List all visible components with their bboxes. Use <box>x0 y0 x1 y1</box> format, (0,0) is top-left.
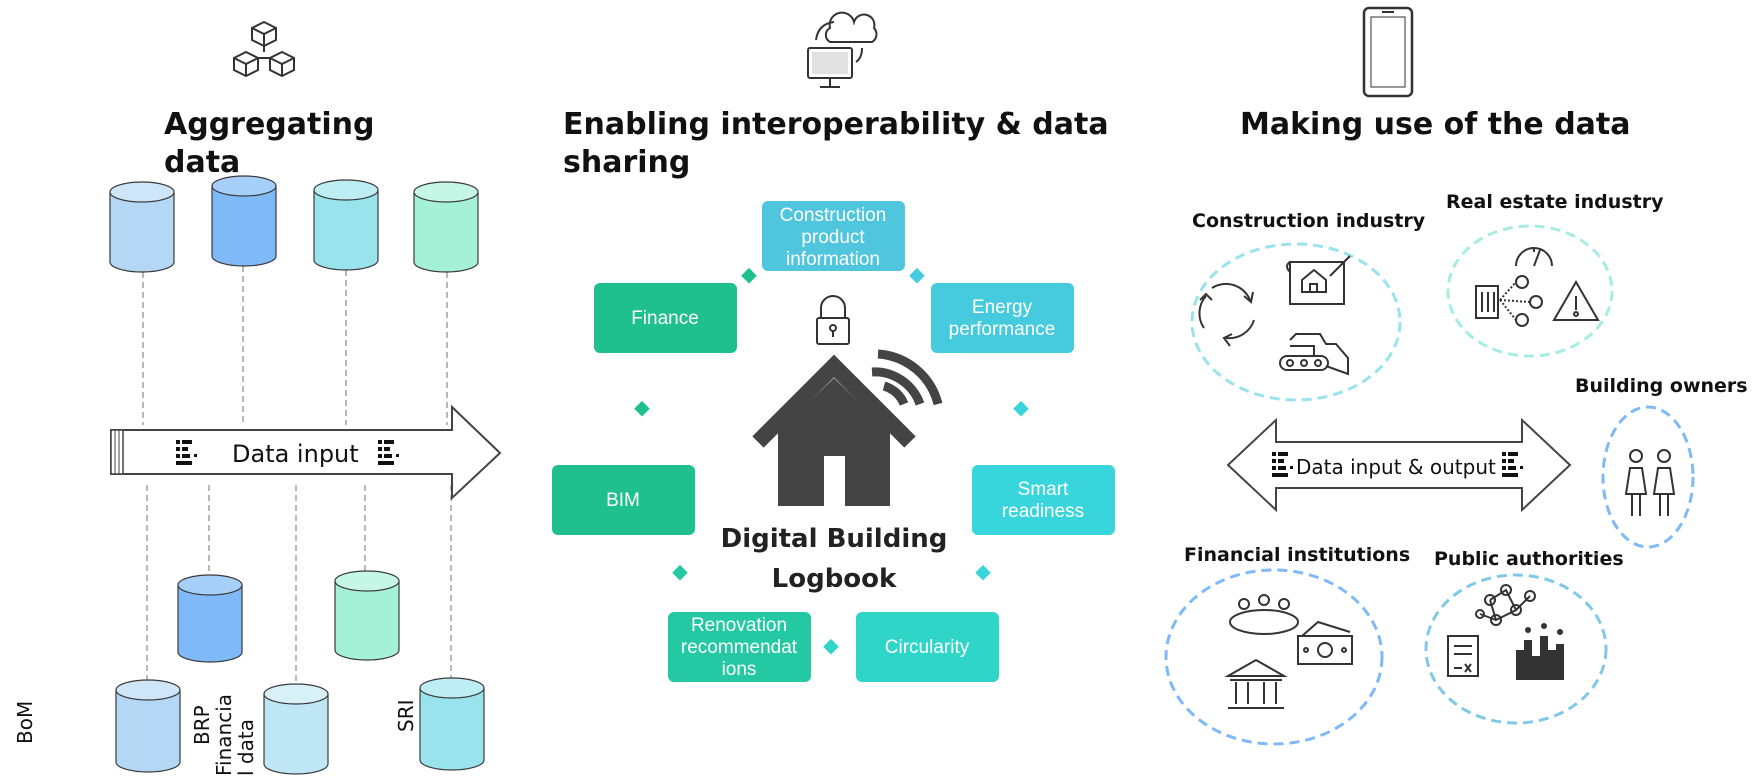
data-input-output-arrow <box>1226 417 1572 513</box>
building-network-icon <box>1475 275 1543 327</box>
use-title: Making use of the data <box>1240 107 1631 142</box>
svg-text:product: product <box>801 227 865 248</box>
warning-thermometer-icon <box>1552 280 1600 321</box>
aggregating-title-line2: data <box>164 145 240 180</box>
aggregate-cubes-icon <box>233 20 295 78</box>
aggregating-title-line1: Aggregating <box>164 107 374 142</box>
smartphone-icon <box>1362 6 1414 98</box>
finance-box: Finance <box>594 283 737 353</box>
renovation-box: Renovation recommendat ions <box>668 612 811 682</box>
house-blueprint-icon <box>1286 255 1351 305</box>
interoperability-title-line2: sharing <box>563 145 690 180</box>
svg-text:readiness: readiness <box>1002 501 1084 522</box>
database-cylinder <box>177 574 243 663</box>
bom-label: BoM <box>13 701 37 744</box>
svg-text:information: information <box>786 249 880 270</box>
real-estate-label: Real estate industry <box>1446 191 1664 213</box>
database-cylinder <box>211 175 277 267</box>
interoperability-title-line1: Enabling interoperability & data <box>563 107 1109 142</box>
financial-circle <box>1164 568 1384 746</box>
brp-label-line3: l data <box>234 719 258 776</box>
brp-label-line1: BRP <box>190 705 214 745</box>
padlock-icon <box>816 295 850 345</box>
public-authorities-circle <box>1424 573 1608 725</box>
data-input-arrow <box>110 404 502 501</box>
sri-label: SRI <box>394 700 418 733</box>
smart-readiness-box: Smart readiness <box>972 465 1115 535</box>
circularity-box: Circularity <box>856 612 999 682</box>
public-authorities-label: Public authorities <box>1434 548 1624 570</box>
dashed-connectors <box>142 266 452 685</box>
connector-diamonds <box>634 267 1029 655</box>
database-cylinder <box>419 677 485 771</box>
database-cylinder <box>334 570 400 661</box>
svg-text:Construction: Construction <box>780 205 887 226</box>
network-nodes-icon <box>1475 584 1536 626</box>
logbook-title-line2: Logbook <box>772 564 897 594</box>
database-cylinder <box>115 679 181 773</box>
database-cylinder <box>413 181 479 273</box>
people-icon <box>1624 449 1676 516</box>
gauge-icon <box>1515 247 1553 267</box>
construction-industry-circle <box>1190 242 1402 402</box>
svg-text:Smart: Smart <box>1018 479 1069 500</box>
document-icon <box>1447 635 1479 677</box>
svg-text:Finance: Finance <box>631 308 699 329</box>
bank-building-icon <box>1224 658 1288 709</box>
computer-cloud-icon <box>807 11 878 88</box>
svg-text:Circularity: Circularity <box>885 637 970 658</box>
financial-label: Financial institutions <box>1184 544 1410 566</box>
logbook-title-line1: Digital Building <box>721 524 948 554</box>
brp-label-line2: Financia <box>212 694 236 776</box>
database-cylinder <box>109 181 175 273</box>
svg-text:Energy: Energy <box>972 297 1033 318</box>
city-skyline-icon <box>1516 623 1564 680</box>
construction-industry-label: Construction industry <box>1192 210 1426 232</box>
building-owners-label: Building owners <box>1575 375 1748 397</box>
banknote-icon <box>1297 620 1353 665</box>
construction-product-box: Construction product information <box>762 201 905 271</box>
meeting-icon <box>1229 594 1299 635</box>
svg-text:performance: performance <box>949 319 1056 340</box>
data-input-label: Data input <box>232 440 359 468</box>
real-estate-circle <box>1446 224 1614 358</box>
database-cylinder <box>313 179 379 271</box>
svg-text:ions: ions <box>722 659 757 680</box>
bim-box: BIM <box>552 465 695 535</box>
energy-performance-box: Energy performance <box>931 283 1074 353</box>
svg-text:BIM: BIM <box>606 490 640 511</box>
bulldozer-icon <box>1279 333 1349 376</box>
building-owners-circle <box>1601 405 1695 549</box>
svg-text:Renovation: Renovation <box>691 615 787 636</box>
smart-house-icon <box>752 349 943 506</box>
svg-text:recommendat: recommendat <box>681 637 798 658</box>
cycle-arrows-icon <box>1198 282 1255 347</box>
database-cylinder <box>263 683 329 775</box>
data-input-output-label: Data input & output <box>1296 455 1496 479</box>
